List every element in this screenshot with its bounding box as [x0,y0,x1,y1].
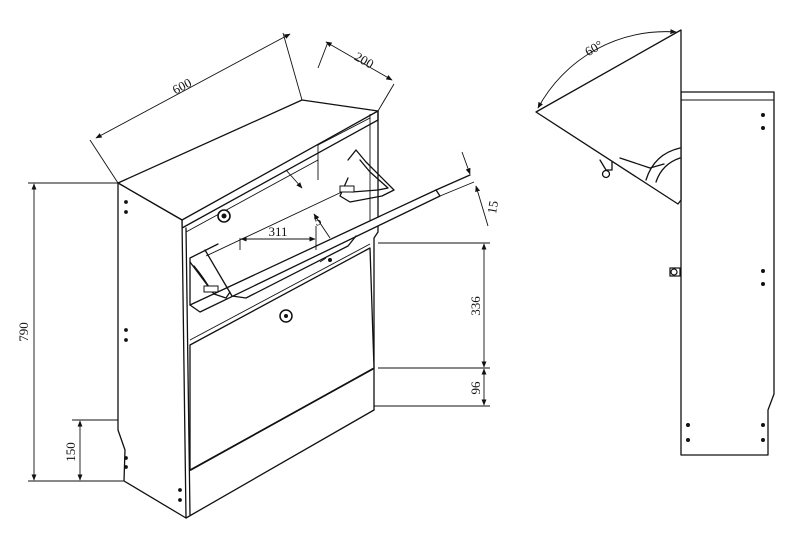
height-label: 790 [16,322,31,342]
door-height-label: 336 [468,296,483,316]
side-panel [680,91,775,456]
side-view-holes [686,113,765,442]
side-view: 60° [535,29,775,456]
gap-label: 5 [312,213,323,229]
dim-base: 96 [374,368,490,407]
inner-width-label: 311 [268,224,287,239]
width-label: 600 [170,75,194,97]
dim-door-height: 336 [378,242,490,369]
dim-plinth: 150 [63,419,118,481]
lower-door [189,243,375,471]
dim-inner-width: 311 [239,224,317,250]
dim-height: 790 [16,182,124,482]
cabinet-left-side [117,182,187,519]
plinth-label: 150 [63,442,78,462]
upper-knob [217,209,231,223]
depth-label: 200 [352,49,376,72]
perspective-view: 600 200 790 150 15 [16,32,501,519]
open-flap [189,149,475,313]
side-knob [669,267,681,277]
dim-depth: 200 [317,41,395,112]
cabinet-top [117,99,379,221]
side-flap [535,29,682,205]
base-label: 96 [468,381,483,395]
dim-gap: 5 [285,169,331,239]
flap-tilt-label: 15 [484,200,501,215]
dim-flap-tilt: 15 [461,151,501,227]
side-holes [124,200,182,502]
door-hinge-dot [328,258,332,262]
